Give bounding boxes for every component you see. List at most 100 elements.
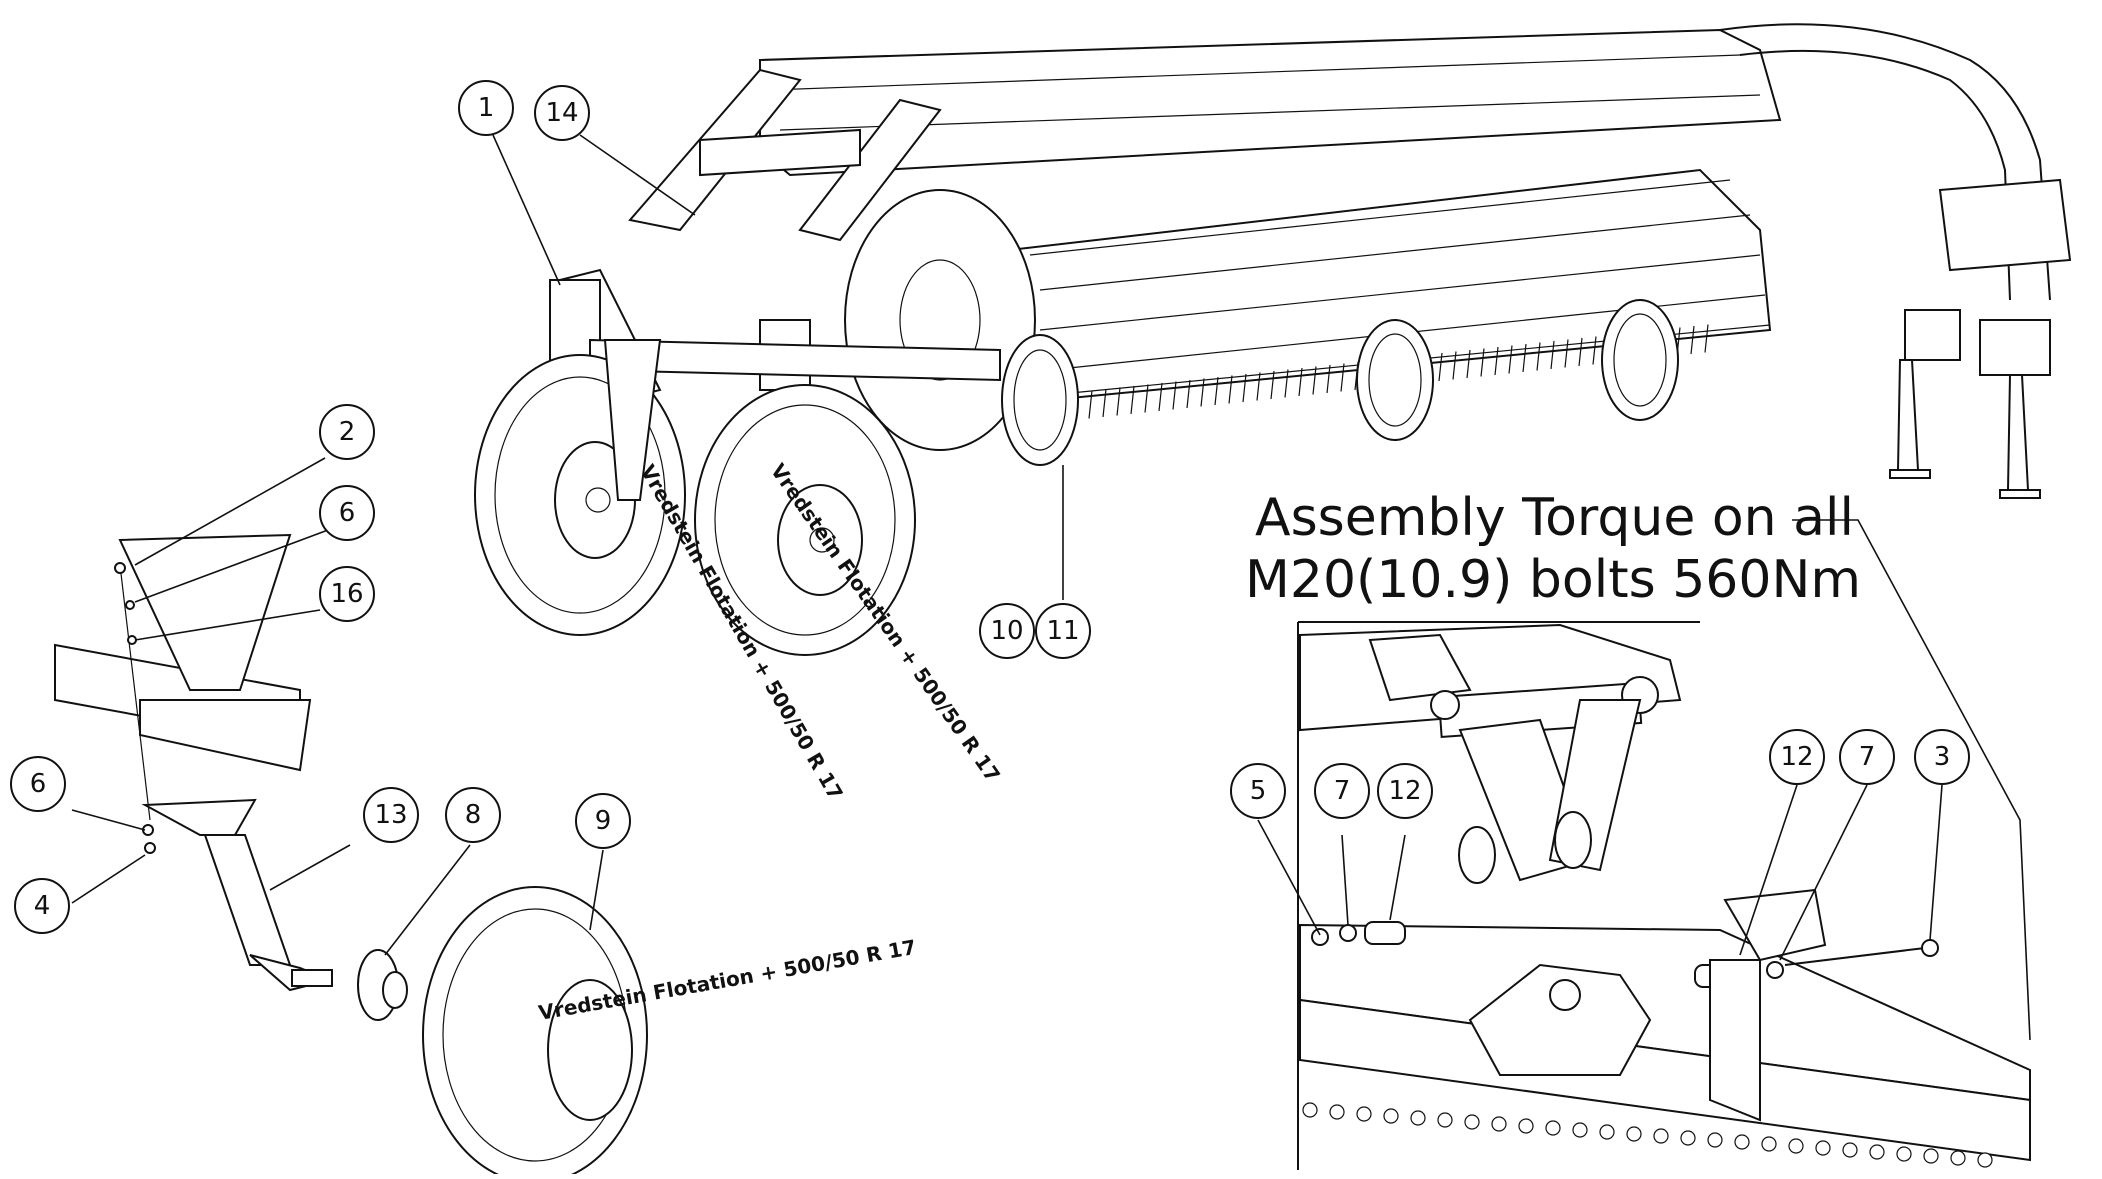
tine: [1592, 336, 1597, 365]
callout-12-left: 12: [1377, 763, 1433, 819]
svg-text:4: 4: [34, 891, 51, 921]
leader-lines: [71, 134, 1943, 961]
callout-3: 3: [1914, 729, 1970, 785]
callout-6-lower: 6: [10, 756, 66, 812]
callout-2: 2: [319, 404, 375, 460]
callout-1: 1: [458, 80, 514, 136]
tine: [1270, 370, 1275, 400]
tine: [1438, 352, 1443, 382]
callout-12-right: 12: [1769, 729, 1825, 785]
tine: [1130, 385, 1135, 415]
torque-note-line1: Assembly Torque on all: [1255, 488, 1854, 548]
tine: [1214, 376, 1219, 406]
callout-8: 8: [445, 787, 501, 843]
tine: [1494, 346, 1499, 376]
svg-text:7: 7: [1859, 742, 1876, 772]
tine-mount: [1815, 1140, 1831, 1156]
callout-10: 10: [979, 603, 1035, 659]
tine-mount: [1680, 1130, 1696, 1146]
tine: [1186, 379, 1191, 409]
rake-machine-assembly: [474, 23, 2072, 656]
tine-mount: [1599, 1124, 1615, 1140]
tine: [1228, 375, 1233, 404]
svg-text:14: 14: [545, 98, 578, 128]
tine: [1690, 325, 1695, 355]
tine-mount: [1437, 1112, 1453, 1128]
tine: [1158, 382, 1163, 412]
svg-text:6: 6: [30, 769, 47, 799]
tine: [1508, 345, 1513, 374]
tine-mount: [1464, 1114, 1480, 1130]
tine-mount: [1950, 1150, 1966, 1166]
tine: [1340, 363, 1345, 392]
tine: [1452, 351, 1457, 380]
tine-mount: [1491, 1116, 1507, 1132]
front-tyre-right: [694, 384, 916, 656]
tine: [1480, 348, 1485, 377]
tine: [1522, 343, 1527, 373]
tine: [1704, 324, 1709, 353]
tine-mount: [1653, 1128, 1669, 1144]
svg-text:16: 16: [330, 579, 363, 609]
torque-note: Assembly Torque on all M20(10.9) bolts 5…: [1245, 488, 2031, 1041]
tine-mount: [1329, 1104, 1345, 1120]
tine-mount: [1734, 1134, 1750, 1150]
svg-text:11: 11: [1046, 616, 1079, 646]
tine-mount: [1356, 1106, 1372, 1122]
callout-6-upper: 6: [319, 485, 375, 541]
tine-mount: [1410, 1110, 1426, 1126]
callout-7-right: 7: [1839, 729, 1895, 785]
tine-mount: [1707, 1132, 1723, 1148]
tine: [1466, 349, 1471, 379]
callout-7-left: 7: [1314, 763, 1370, 819]
tine-mount: [1383, 1108, 1399, 1124]
svg-text:7: 7: [1334, 776, 1351, 806]
svg-text:8: 8: [465, 800, 482, 830]
tine: [1144, 384, 1149, 413]
small-wheel-2: [1356, 319, 1434, 441]
callout-4: 4: [14, 878, 70, 934]
tine: [1312, 366, 1317, 395]
tine: [1116, 387, 1121, 416]
tine-mount: [1842, 1142, 1858, 1158]
small-wheel-1: [1001, 334, 1079, 466]
svg-text:12: 12: [1780, 742, 1813, 772]
callout-11: 11: [1035, 603, 1091, 659]
tine-mount: [1761, 1136, 1777, 1152]
small-wheel-3: [1601, 299, 1679, 421]
svg-text:5: 5: [1250, 776, 1267, 806]
svg-text:12: 12: [1388, 776, 1421, 806]
tine: [1102, 388, 1107, 418]
tine-mount: [1869, 1144, 1885, 1160]
svg-text:13: 13: [374, 800, 407, 830]
tine-mount: [1518, 1118, 1534, 1134]
tine: [1242, 373, 1247, 403]
tine: [1256, 372, 1261, 401]
tine: [1564, 339, 1569, 368]
svg-text:10: 10: [990, 616, 1023, 646]
tine: [1550, 340, 1555, 370]
callout-16: 16: [319, 566, 375, 622]
svg-text:2: 2: [339, 417, 356, 447]
tine: [1088, 390, 1093, 419]
tine-mount: [1977, 1152, 1993, 1168]
torque-note-line2: M20(10.9) bolts 560Nm: [1245, 550, 1861, 610]
tine-mount: [1788, 1138, 1804, 1154]
tine: [1326, 364, 1331, 394]
svg-text:9: 9: [595, 806, 612, 836]
callout-9: 9: [575, 793, 631, 849]
callout-5: 5: [1230, 763, 1286, 819]
svg-text:6: 6: [339, 498, 356, 528]
svg-text:3: 3: [1934, 742, 1951, 772]
tine: [1200, 378, 1205, 407]
tine-mount: [1626, 1126, 1642, 1142]
tine-mount: [1545, 1120, 1561, 1136]
svg-text:1: 1: [478, 93, 495, 123]
tine: [1578, 337, 1583, 367]
tine: [1298, 367, 1303, 397]
tine-mount: [1572, 1122, 1588, 1138]
exploded-wheel-assembly: [54, 533, 648, 1179]
tine-mount: [1923, 1148, 1939, 1164]
